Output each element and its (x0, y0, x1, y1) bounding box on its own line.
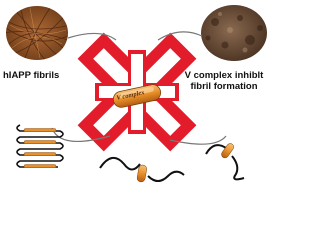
peptide-chain-center (99, 157, 185, 183)
label-v-complex-inhibit: V complex inhiblt fibril formation (184, 70, 264, 92)
capsule-icon (112, 84, 162, 108)
diagram: hIAPP fibrils V complex inhiblt fibril f… (3, 5, 267, 183)
label-hiapp-fibrils: hIAPP fibrils (3, 70, 60, 81)
stacked-fibril (16, 124, 64, 168)
fibril-micrograph-image (6, 6, 68, 60)
diagram-svg (6, 5, 267, 183)
peptide-chain-right (205, 143, 245, 181)
amorphous-micrograph-image (201, 5, 267, 61)
